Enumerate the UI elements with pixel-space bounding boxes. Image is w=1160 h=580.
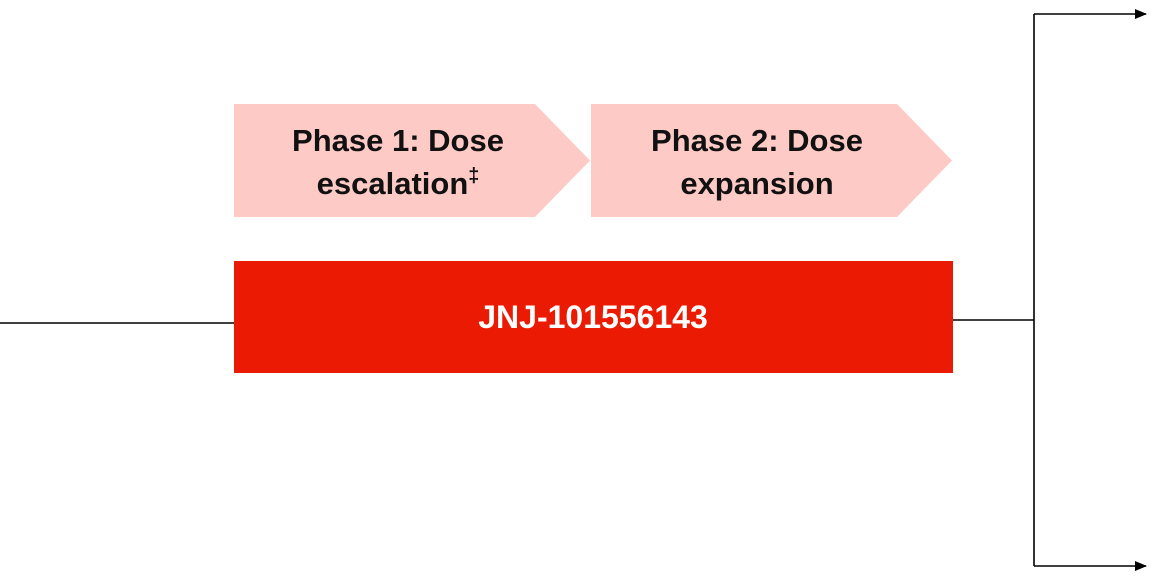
phase-2-title-line2: expansion bbox=[680, 166, 833, 201]
phase-1-chevron: Phase 1: Dose escalation‡ bbox=[234, 104, 590, 217]
phase-2-shape bbox=[591, 104, 952, 217]
phase-1-footnote-mark: ‡ bbox=[468, 165, 479, 187]
drug-bar-shape bbox=[234, 261, 953, 373]
phase-2-title-line1: Phase 2: Dose bbox=[651, 123, 863, 158]
phase-1-shape bbox=[234, 104, 590, 217]
phase-1-title-line1: Phase 1: Dose bbox=[292, 123, 504, 158]
phase-1-title-line2-text: escalation bbox=[317, 166, 469, 201]
phase-1-title-line2: escalation‡ bbox=[317, 165, 480, 201]
phase-2-chevron: Phase 2: Dose expansion bbox=[591, 104, 952, 217]
drug-label: JNJ-101556143 bbox=[478, 299, 708, 335]
drug-bar: JNJ-101556143 bbox=[234, 261, 953, 373]
